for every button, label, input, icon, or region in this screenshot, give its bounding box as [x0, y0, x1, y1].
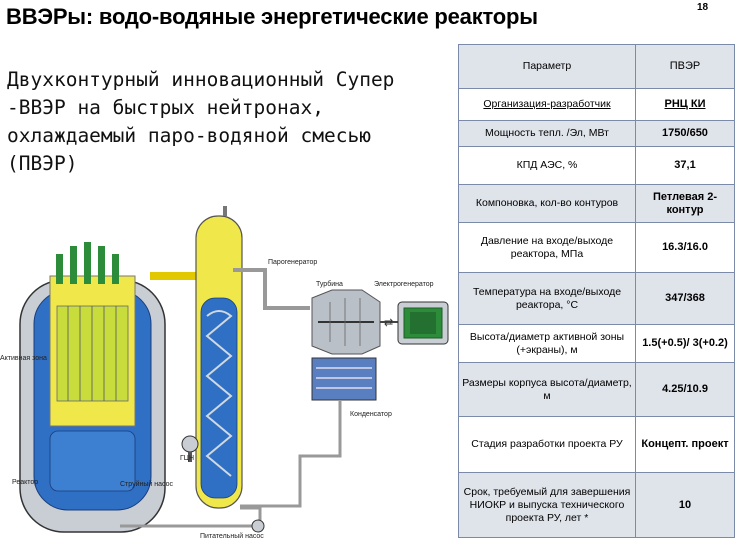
reactor-description: Двухконтурный инновационный Супер -ВВЭР …: [7, 68, 395, 175]
table-row: Компоновка, кол-во контуров Петлевая 2-к…: [458, 184, 735, 223]
row-value: Петлевая 2-контур: [635, 184, 735, 223]
parameters-table: Параметр ПВЭР Организация-разработчик РН…: [458, 44, 735, 540]
feed-pump-label: Питательный насос: [200, 532, 264, 540]
condenser-label: Конденсатор: [350, 411, 392, 418]
condenser: [311, 357, 377, 401]
turbine: [311, 289, 381, 355]
header-param: Параметр: [458, 44, 636, 89]
table-row: Стадия разработки проекта РУ Концепт. пр…: [458, 416, 735, 473]
row-value: 4.25/10.9: [635, 362, 735, 417]
jet-pump-label: Струйный насос: [120, 480, 173, 488]
reactor-schematic: Парогенератор Турбина ⇄ Электрогенератор…: [0, 206, 449, 540]
table-row: Организация-разработчик РНЦ КИ: [458, 88, 735, 121]
row-value: 347/368: [635, 272, 735, 325]
row-param: Температура на входе/выходе реактора, °С: [458, 272, 636, 325]
row-param: Компоновка, кол-во контуров: [458, 184, 636, 223]
page-number: 18: [697, 2, 709, 13]
table-header: Параметр ПВЭР: [458, 44, 735, 89]
main-circulation-pump: [181, 435, 199, 453]
electric-generator: [397, 301, 449, 345]
table-row: Высота/диаметр активной зоны (+экраны), …: [458, 324, 735, 363]
row-value: 1.5(+0.5)/ 3(+0.2): [635, 324, 735, 363]
row-param: Стадия разработки проекта РУ: [458, 416, 636, 473]
active-zone-label: Активная зона: [0, 355, 47, 362]
steam-generator: [195, 215, 243, 509]
row-value: Концепт. проект: [635, 416, 735, 473]
table-row: Давление на входе/выходе реактора, МПа 1…: [458, 222, 735, 273]
table-row: Размеры корпуса высота/диаметр, м 4.25/1…: [458, 362, 735, 417]
mcp-label: ГЦН: [180, 455, 194, 462]
reactor-label: Реактор: [12, 479, 38, 486]
table-row: Срок, требуемый для завершения НИОКР и в…: [458, 472, 735, 538]
row-value: 16.3/16.0: [635, 222, 735, 273]
steam-generator-label: Парогенератор: [268, 259, 317, 266]
generator-label: Электрогенератор: [374, 281, 434, 288]
header-value: ПВЭР: [635, 44, 735, 89]
svg-text:⇄: ⇄: [384, 317, 393, 329]
row-param: Мощность тепл. /Эл, МВт: [458, 120, 636, 147]
row-param: КПД АЭС, %: [458, 146, 636, 185]
reactor-vessel: [19, 242, 166, 533]
row-param: Высота/диаметр активной зоны (+экраны), …: [458, 324, 636, 363]
table-row: Мощность тепл. /Эл, МВт 1750/650: [458, 120, 735, 147]
turbine-label: Турбина: [316, 280, 343, 288]
row-value: 37,1: [635, 146, 735, 185]
row-value: РНЦ КИ: [635, 88, 735, 121]
slide-title: ВВЭРы: водо-водяные энергетические реакт…: [6, 4, 538, 29]
row-param: Организация-разработчик: [458, 88, 636, 121]
row-param: Срок, требуемый для завершения НИОКР и в…: [458, 472, 636, 538]
table-row: Температура на входе/выходе реактора, °С…: [458, 272, 735, 325]
row-param: Размеры корпуса высота/диаметр, м: [458, 362, 636, 417]
feed-pump: [251, 519, 265, 533]
row-value: 1750/650: [635, 120, 735, 147]
table-row: КПД АЭС, % 37,1: [458, 146, 735, 185]
row-value: 10: [635, 472, 735, 538]
row-param: Давление на входе/выходе реактора, МПа: [458, 222, 636, 273]
